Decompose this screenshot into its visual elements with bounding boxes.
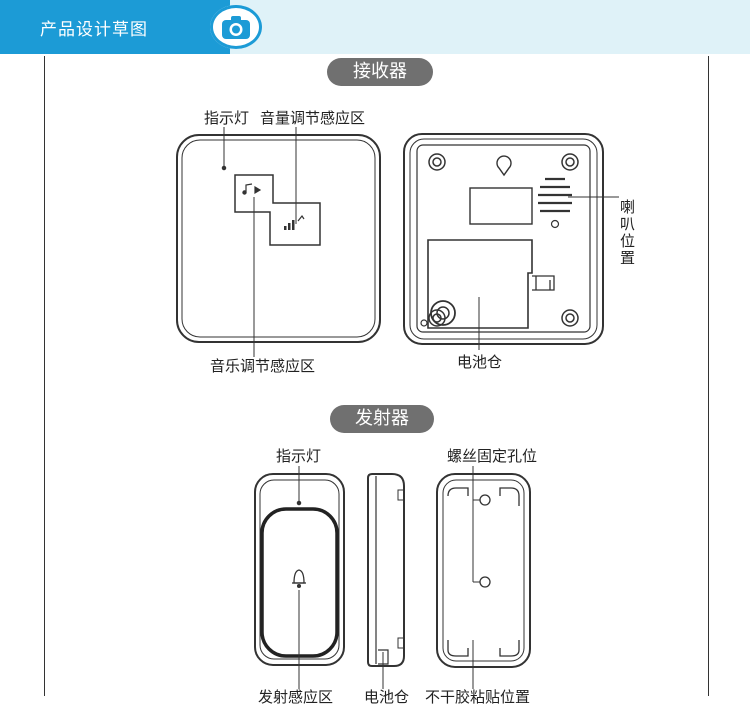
screw-holes-label: 螺丝固定孔位 (447, 447, 538, 465)
volume-arrow-icon (297, 214, 305, 222)
music-zone-label: 音乐调节感应区 (210, 357, 316, 375)
transmitter-indicator-dot (296, 500, 302, 506)
battery-compartment-cover (427, 239, 533, 329)
touch-zone-outline (234, 174, 321, 246)
sensor-zone-label: 发射感应区 (258, 688, 334, 706)
transmitter-side-view (367, 473, 405, 667)
volume-zone-label: 音量调节感应区 (260, 109, 366, 127)
receiver-battery-label: 电池仓 (457, 353, 503, 371)
transmitter-title: 发射器 (330, 405, 434, 433)
receiver-title: 接收器 (327, 58, 433, 86)
bell-icon (292, 569, 306, 589)
receiver-back-panel (403, 133, 604, 345)
receiver-indicator-dot (221, 165, 227, 171)
header-tab: 产品设计草图 (0, 0, 230, 54)
transmitter-battery-label: 电池仓 (364, 688, 410, 706)
label-area (469, 187, 533, 225)
battery-latch (532, 275, 555, 291)
transmitter-back-view (436, 473, 531, 668)
receiver-indicator-label: 指示灯 (204, 109, 250, 127)
camera-icon (222, 16, 250, 39)
transmitter-indicator-label: 指示灯 (276, 447, 322, 465)
receiver-front-panel (176, 134, 381, 343)
left-frame-line (44, 56, 45, 696)
right-frame-line (708, 56, 709, 696)
music-note-icon (242, 183, 262, 195)
speaker-position-label: 喇叭位置 (620, 198, 636, 267)
camera-badge (210, 5, 262, 49)
hanging-hole-icon (496, 155, 512, 177)
volume-bars-icon (284, 220, 295, 230)
page-title: 产品设计草图 (40, 20, 148, 40)
speaker-grille (538, 177, 572, 213)
adhesive-position-label: 不干胶粘贴位置 (425, 688, 531, 706)
